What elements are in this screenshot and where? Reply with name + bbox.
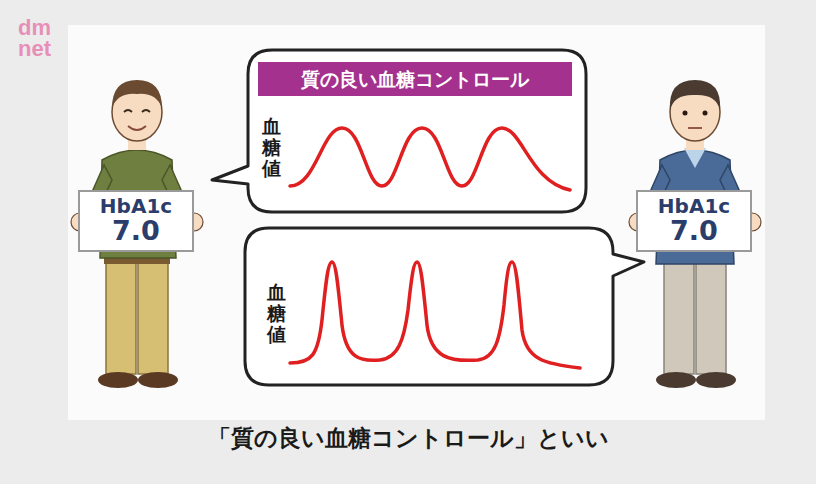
band-title: 質の良い血糖コントロール: [301, 69, 529, 90]
glucose-curve: [290, 262, 580, 368]
sign-value: 7.0: [112, 217, 160, 245]
speech-bubble-outline: [212, 50, 586, 212]
caption: 「質の良い血糖コントロール」といい: [0, 424, 816, 454]
speech-bubble: 血糖値 質の良い血糖コントロール: [248, 50, 586, 212]
sign-label: HbA1c: [100, 196, 172, 217]
sign-board: HbA1c7.0: [78, 190, 194, 252]
speech-bubble: 血糖値: [245, 228, 613, 385]
right-man: [629, 80, 761, 388]
speech-bubble-outline: [245, 228, 644, 385]
glucose-curve: [290, 128, 570, 190]
sign-board: HbA1c7.0: [636, 190, 752, 252]
axis-label: 血糖値: [262, 116, 281, 179]
title-band: 質の良い血糖コントロール: [258, 62, 572, 96]
watermark: dm net: [18, 18, 64, 60]
axis-label: 血糖値: [267, 282, 286, 345]
sign-value: 7.0: [670, 217, 718, 245]
sign-label: HbA1c: [658, 196, 730, 217]
panel: [68, 25, 765, 420]
left-man: [71, 80, 203, 388]
